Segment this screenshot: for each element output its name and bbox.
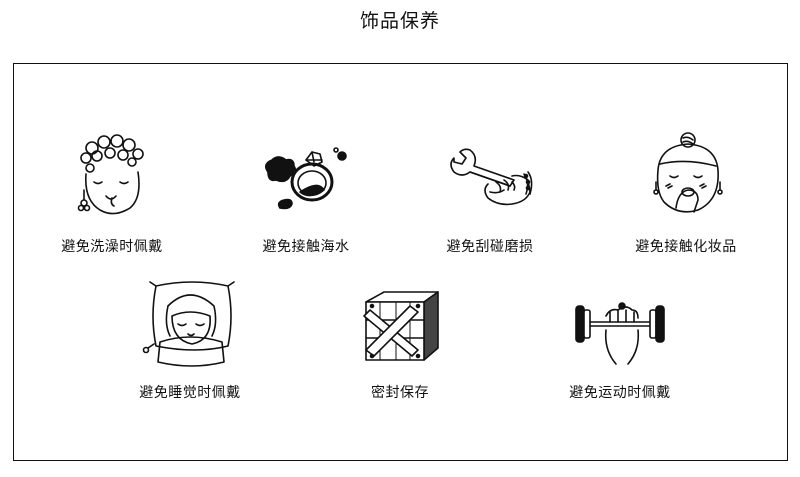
makeup-face-icon <box>636 130 736 230</box>
care-item-label: 避免接触海水 <box>262 239 350 255</box>
ring-in-water-icon <box>256 130 356 230</box>
care-item-seawater: 避免接触海水 <box>216 130 396 270</box>
care-guide-frame <box>13 63 788 461</box>
sealed-box-icon <box>350 276 450 376</box>
shower-girl-icon <box>62 130 162 230</box>
care-item-label: 避免刮碰磨损 <box>446 239 534 255</box>
wrench-hand-icon <box>440 130 540 230</box>
care-item-label: 避免运动时佩戴 <box>569 385 671 401</box>
dumbbell-icon <box>570 276 670 376</box>
care-item-exercise: 避免运动时佩戴 <box>530 276 710 416</box>
care-item-sleep: 避免睡觉时佩戴 <box>100 276 280 416</box>
care-item-label: 避免洗澡时佩戴 <box>61 239 163 255</box>
care-item-shower: 避免洗澡时佩戴 <box>22 130 202 270</box>
care-item-label: 避免接触化妆品 <box>635 239 737 255</box>
sleeping-girl-icon <box>140 276 240 376</box>
care-item-cosmetics: 避免接触化妆品 <box>596 130 776 270</box>
care-item-label: 密封保存 <box>371 385 429 401</box>
care-item-sealed: 密封保存 <box>310 276 490 416</box>
care-item-scratch: 避免刮碰磨损 <box>400 130 580 270</box>
page-title: 饰品保养 <box>359 10 440 32</box>
care-item-label: 避免睡觉时佩戴 <box>139 385 241 401</box>
